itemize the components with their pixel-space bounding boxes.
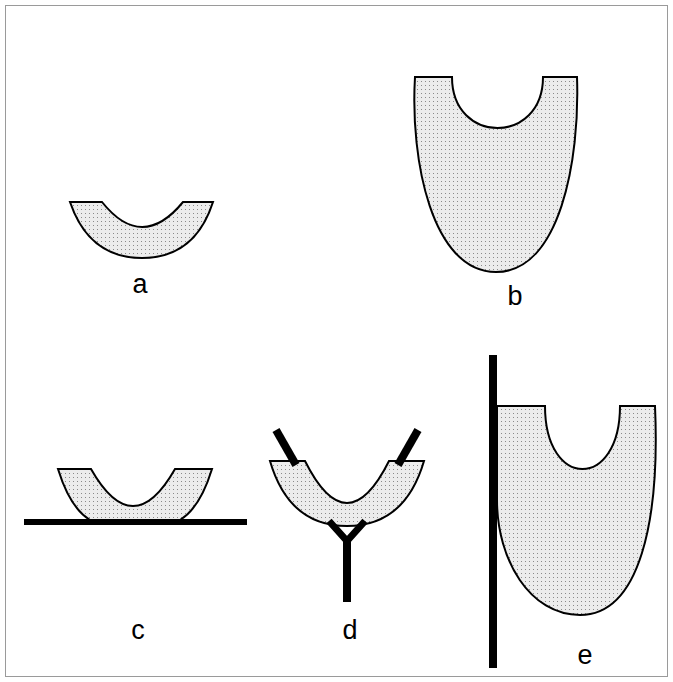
y-support-stem bbox=[343, 539, 351, 602]
bowl-b bbox=[414, 77, 577, 272]
bowl-e bbox=[497, 406, 656, 615]
figure-letter: a bbox=[132, 271, 147, 298]
vertical-wall bbox=[489, 355, 497, 668]
frame bbox=[6, 6, 668, 677]
support-arm-right bbox=[398, 430, 418, 465]
support-arm-left bbox=[276, 430, 296, 465]
bowl-a bbox=[70, 202, 213, 258]
figure-letter: d bbox=[342, 617, 357, 644]
figure-letter: b bbox=[507, 283, 522, 310]
figure-letter: e bbox=[577, 642, 592, 669]
bowl-c bbox=[58, 469, 212, 520]
flat-surface bbox=[24, 519, 247, 525]
figure-letter: c bbox=[131, 617, 145, 644]
y-support bbox=[329, 521, 365, 541]
bowl-d bbox=[270, 461, 424, 526]
